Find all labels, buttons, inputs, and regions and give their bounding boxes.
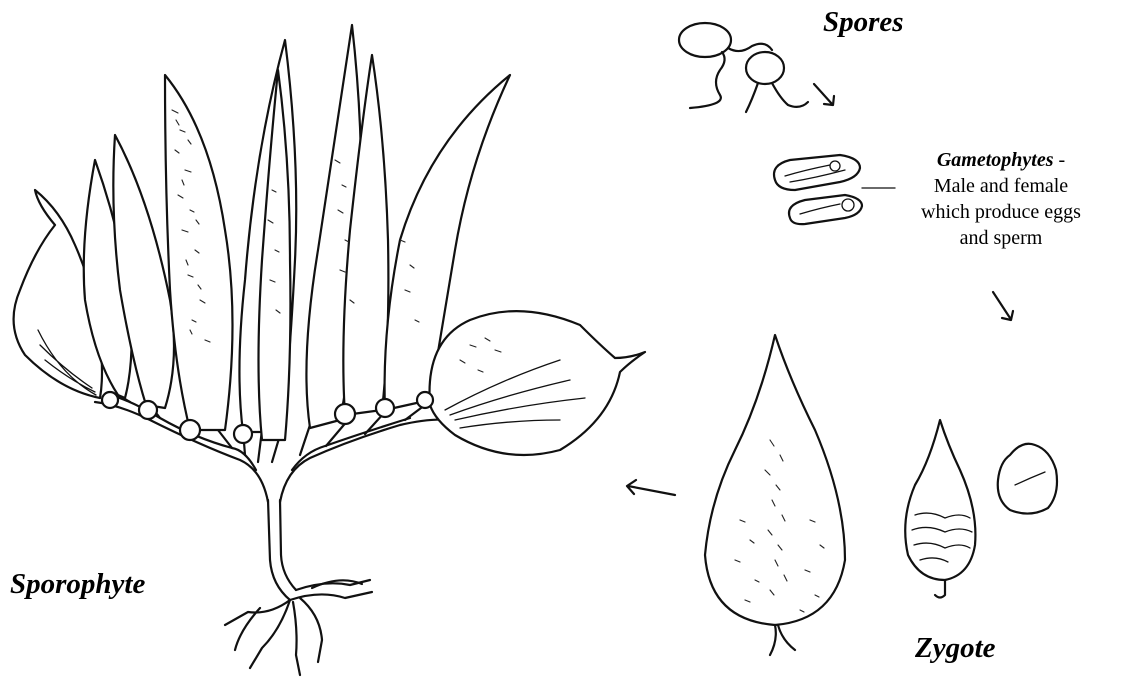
sporophyte-blades	[14, 25, 645, 455]
gametophytes-desc-line-2: which produce eggs	[898, 199, 1104, 225]
gametophytes-drawing	[774, 155, 895, 224]
sporophyte-holdfast	[225, 500, 372, 675]
arrow-gametophytes-to-zygote	[993, 292, 1013, 320]
zygote-small-blade	[998, 444, 1057, 514]
zygote-large-blade	[705, 335, 845, 625]
label-sporophyte: Sporophyte	[10, 568, 145, 601]
gametophytes-desc-line-1: Male and female	[898, 173, 1104, 199]
label-spores: Spores	[823, 6, 904, 39]
gametophytes-desc-line-3: and sperm	[898, 225, 1104, 251]
arrow-zygote-to-sporophyte	[627, 480, 675, 495]
spore-2	[746, 52, 784, 84]
gametophytes-dash: -	[1053, 149, 1065, 171]
gametophytes-title: Gametophytes	[937, 149, 1054, 171]
label-gametophytes: Gametophytes - Male and female which pro…	[898, 147, 1104, 251]
zygote-medium-blade	[905, 420, 975, 580]
zygote-drawing	[705, 335, 1057, 655]
spores-drawing	[679, 23, 808, 112]
arrow-spores-to-gametophytes	[814, 84, 834, 105]
cycle-arrows	[627, 84, 1013, 495]
label-zygote: Zygote	[915, 632, 996, 665]
gametophytes-title-line: Gametophytes -	[898, 147, 1104, 173]
gametophyte-male	[774, 155, 860, 190]
